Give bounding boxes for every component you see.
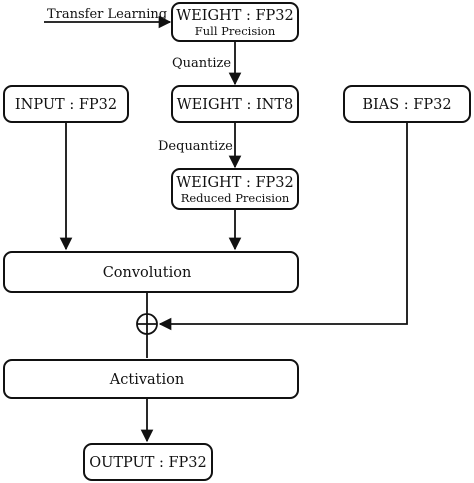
weight-fp32-reduced-subtitle: Reduced Precision: [181, 191, 290, 205]
weight-fp32-reduced-box: WEIGHT : FP32 Reduced Precision: [171, 168, 299, 210]
transfer-learning-label: Transfer Learning: [47, 7, 167, 22]
output-box: OUTPUT : FP32: [83, 443, 213, 481]
input-box: INPUT : FP32: [3, 85, 129, 123]
activation-box: Activation: [3, 359, 299, 399]
convolution-box: Convolution: [3, 251, 299, 293]
bias-to-sum-arrow: [158, 122, 408, 331]
bias-label: BIAS : FP32: [362, 97, 451, 113]
weight-int8-label: WEIGHT : INT8: [177, 97, 294, 113]
quantize-label: Quantize: [172, 56, 231, 71]
weight-fp32-full-box: WEIGHT : FP32 Full Precision: [171, 2, 299, 42]
weight-fp32-reduced-title: WEIGHT : FP32: [176, 175, 294, 191]
weight-fp32-full-title: WEIGHT : FP32: [176, 8, 294, 24]
convolution-label: Convolution: [103, 265, 192, 281]
dequantize-label: Dequantize: [158, 139, 233, 154]
input-label: INPUT : FP32: [15, 97, 117, 113]
output-label: OUTPUT : FP32: [89, 455, 207, 471]
sum-node-icon: [136, 313, 158, 335]
bias-box: BIAS : FP32: [343, 85, 471, 123]
weight-int8-box: WEIGHT : INT8: [171, 85, 299, 123]
weight-fp32-full-subtitle: Full Precision: [195, 24, 276, 38]
activation-label: Activation: [109, 372, 184, 388]
